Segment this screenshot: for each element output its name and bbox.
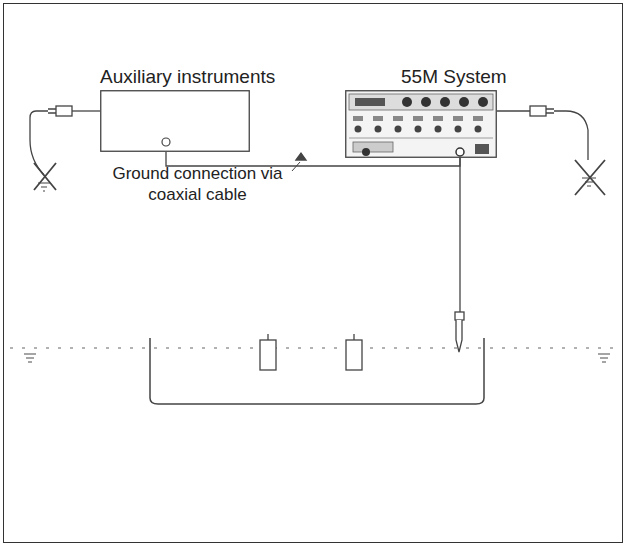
unit-drawing [100, 90, 250, 152]
unit-heading: 55M System [345, 66, 507, 88]
unit-heading: Auxiliary instruments [100, 66, 275, 88]
panel-outline [345, 90, 497, 158]
system-panel: 55M System [345, 66, 507, 158]
unit-drawing [345, 90, 497, 158]
frame [3, 3, 623, 543]
instrument-box: Auxiliary instruments [100, 66, 275, 152]
callout-label: Ground connection via coaxial cable [105, 163, 290, 205]
instrument-outline [100, 90, 250, 152]
